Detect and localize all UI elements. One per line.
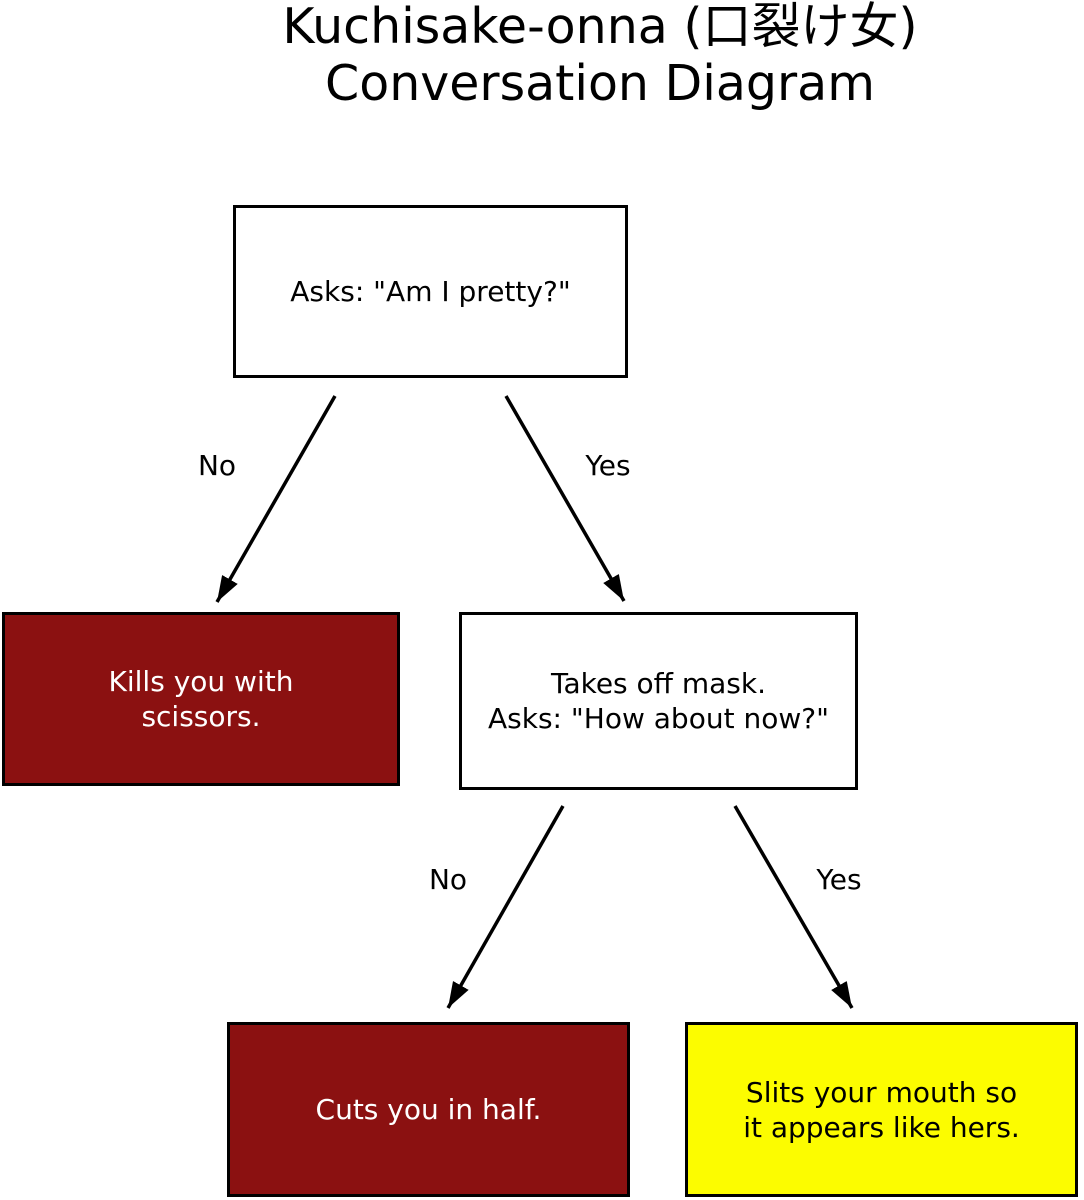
node-root-question: Asks: "Am I pretty?" <box>233 205 628 378</box>
edge-label-yes-1: Yes <box>585 449 631 482</box>
diagram-title: Kuchisake-onna (口裂け女) Conversation Diagr… <box>58 0 1084 112</box>
diagram-title-line1: Kuchisake-onna (口裂け女) <box>282 0 918 55</box>
node-takes-off-mask: Takes off mask. Asks: "How about now?" <box>459 612 858 790</box>
node-slits-mouth: Slits your mouth so it appears like hers… <box>685 1022 1078 1197</box>
arrow-yes-2 <box>733 805 854 1009</box>
arrow-no-1 <box>215 395 337 603</box>
node-kills-with-scissors: Kills you with scissors. <box>2 612 400 786</box>
edge-label-no-1: No <box>197 449 237 482</box>
arrow-no-2 <box>446 805 565 1009</box>
edge-label-yes-2: Yes <box>816 863 862 896</box>
diagram-title-line2: Conversation Diagram <box>325 55 875 112</box>
arrow-yes-1 <box>504 395 626 602</box>
edge-label-no-2: No <box>428 863 468 896</box>
node-cuts-in-half: Cuts you in half. <box>227 1022 630 1197</box>
